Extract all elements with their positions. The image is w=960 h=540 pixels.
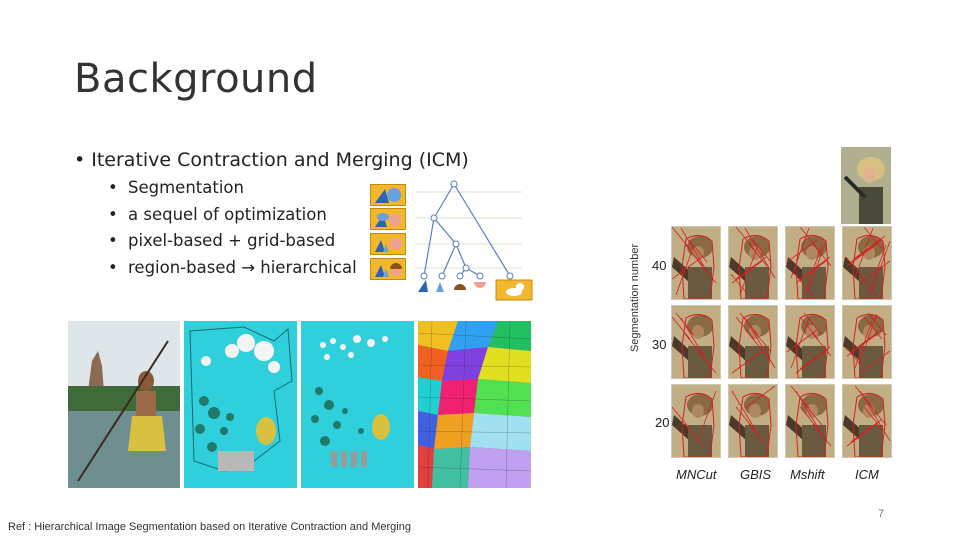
sub-bullet-2: • a sequel of optimization — [108, 205, 327, 224]
sub-bullet-text: Segmentation — [128, 178, 244, 197]
y-axis-label: Segmentation number — [629, 243, 641, 353]
segmentation-thumbnail — [785, 384, 835, 458]
sub-bullet-text: pixel-based + grid-based — [128, 231, 336, 250]
bullet-dot-icon: • — [108, 258, 118, 277]
region-icon — [370, 184, 406, 206]
main-bullet: • Iterative Contraction and Merging (ICM… — [74, 149, 469, 171]
sub-bullet-4: • region-based → hierarchical — [108, 258, 357, 277]
bullet-dot-icon: • — [108, 178, 118, 197]
y-tick-label: 40 — [652, 258, 667, 273]
segmentation-thumbnail — [728, 305, 778, 379]
sub-bullet-3: • pixel-based + grid-based — [108, 231, 335, 250]
method-label: MNCut — [676, 467, 717, 482]
reference-citation: Ref : Hierarchical Image Segmentation ba… — [8, 521, 411, 533]
method-label: Mshift — [790, 467, 825, 482]
reference-portrait — [841, 147, 891, 224]
segmentation-thumbnail — [728, 384, 778, 458]
segmentation-thumbnail — [671, 226, 721, 300]
segmentation-thumbnail — [842, 226, 892, 300]
method-label: GBIS — [740, 467, 772, 482]
segmentation-thumbnail — [671, 384, 721, 458]
region-icon — [370, 258, 406, 280]
bullet-dot-icon: • — [108, 231, 118, 250]
segmentation-thumbnail — [671, 305, 721, 379]
sub-bullet-text: a sequel of optimization — [128, 205, 327, 224]
sub-bullet-1: • Segmentation — [108, 178, 244, 197]
region-based-result — [418, 321, 531, 488]
grid-based-result — [301, 321, 414, 488]
method-label: ICM — [855, 467, 879, 482]
y-tick-label: 20 — [655, 415, 670, 430]
hierarchy-tree-diagram — [415, 180, 533, 301]
slide-title: Background — [74, 56, 318, 102]
segmentation-thumbnail — [728, 226, 778, 300]
region-icon — [370, 208, 406, 230]
segmentation-thumbnail — [842, 305, 892, 379]
pixel-grid-result — [184, 321, 297, 488]
segmentation-thumbnail — [842, 384, 892, 458]
bullet-dot-icon: • — [108, 205, 118, 224]
segmentation-thumbnail — [785, 305, 835, 379]
segmentation-thumbnail — [785, 226, 835, 300]
page-number: 7 — [878, 508, 885, 520]
sub-bullet-text: region-based → hierarchical — [128, 258, 357, 277]
region-icon — [370, 233, 406, 255]
y-tick-label: 30 — [652, 337, 667, 352]
original-photo — [68, 321, 180, 488]
